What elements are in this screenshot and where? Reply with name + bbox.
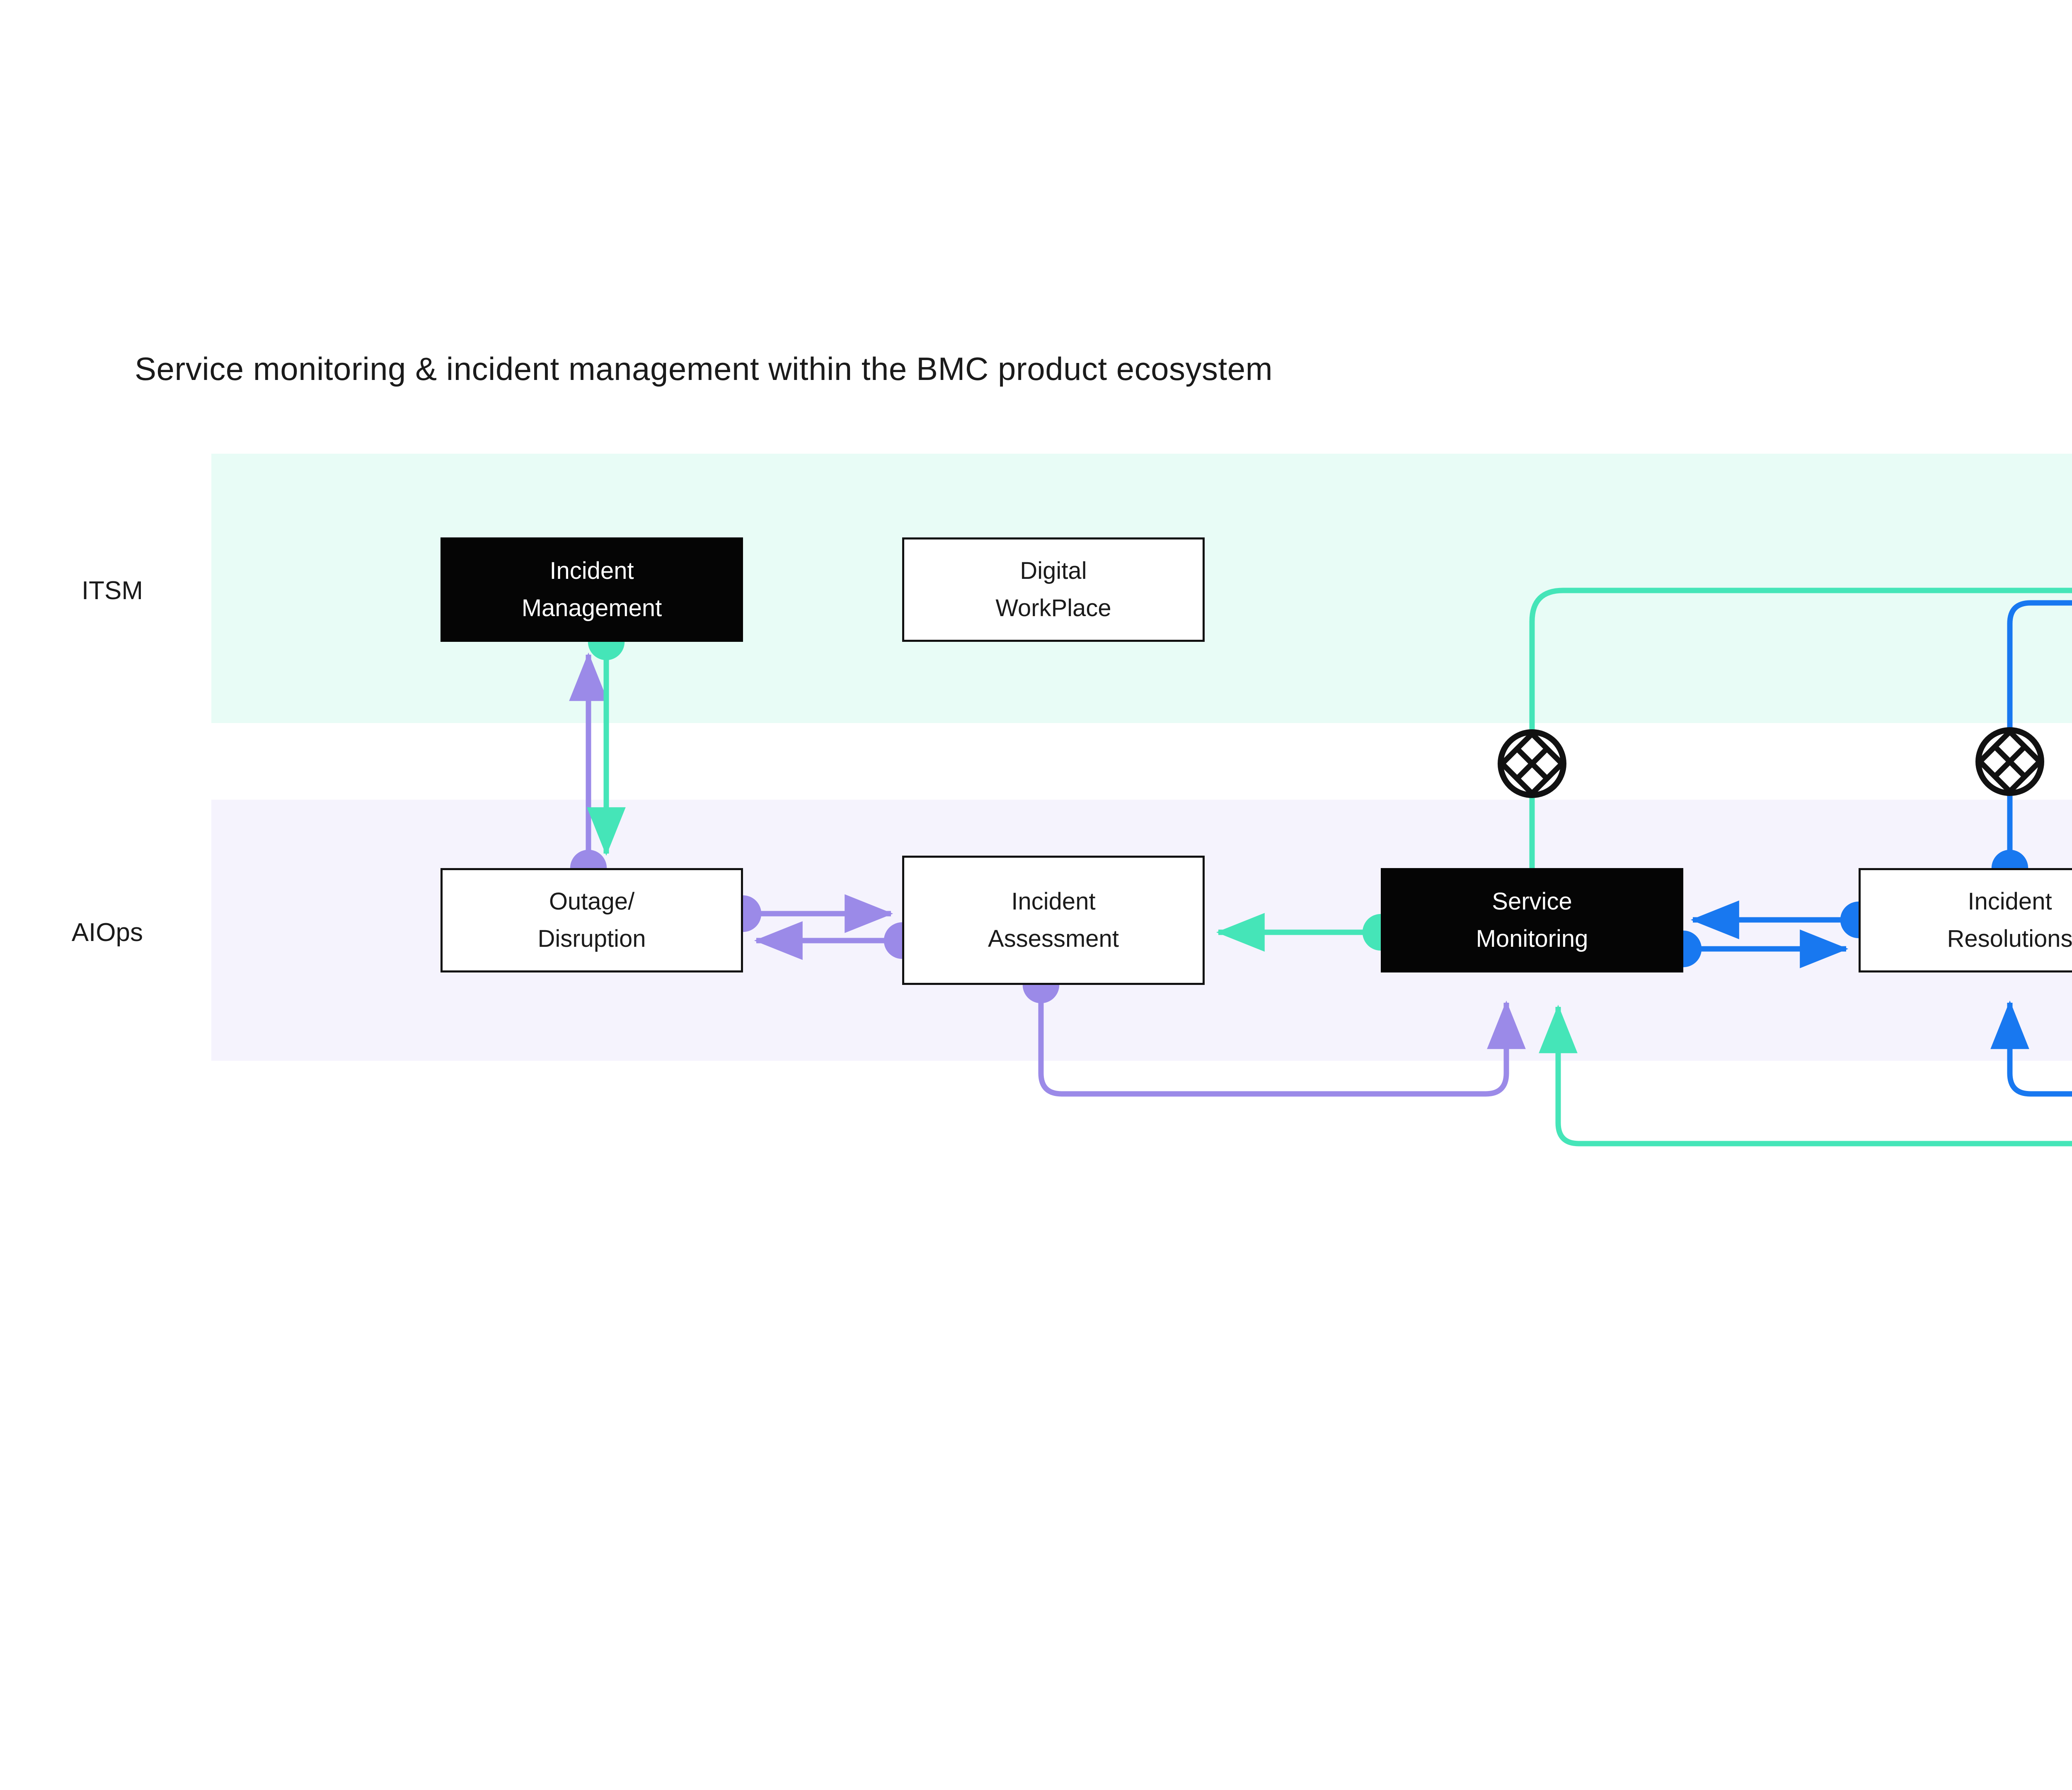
nlp-tokenization-marker-service-monitoring [1498,729,1566,798]
node-label-line1: Incident [549,557,634,585]
band-label-itsm: ITSM [81,576,143,605]
node-incident-management[interactable]: Incident Management [441,537,743,642]
nlp-tokenization-marker-incident-resolutions [1975,727,2044,796]
node-incident-resolutions[interactable]: Incident Resolutions [1859,868,2072,972]
node-outage-disruption[interactable]: Outage/ Disruption [441,868,743,972]
node-incident-assessment[interactable]: Incident Assessment [902,856,1205,985]
connector-gen-ai-enablement [587,588,2072,1147]
page-title: Service monitoring & incident management… [135,351,1273,387]
node-label-line2: WorkPlace [995,595,1111,622]
node-label-line1: Incident [1011,888,1096,915]
node-label-line1: Digital [1020,557,1087,585]
node-label-line2: Resolutions [1947,925,2072,952]
node-label-line1: Incident [1968,888,2052,915]
node-service-monitoring[interactable]: Service Monitoring [1381,868,1683,972]
connector-embedded-ai-ml-automation [1665,583,2072,1097]
node-label-line2: Assessment [988,925,1119,952]
node-label-line2: Management [521,595,662,622]
node-label-line2: Disruption [537,925,646,952]
node-label-line1: Service [1492,888,1572,915]
node-label-line1: Outage/ [549,888,635,915]
node-label-line2: Monitoring [1476,925,1588,952]
band-label-aiops: AIOps [71,918,143,947]
node-digital-workplace[interactable]: Digital WorkPlace [902,537,1205,642]
